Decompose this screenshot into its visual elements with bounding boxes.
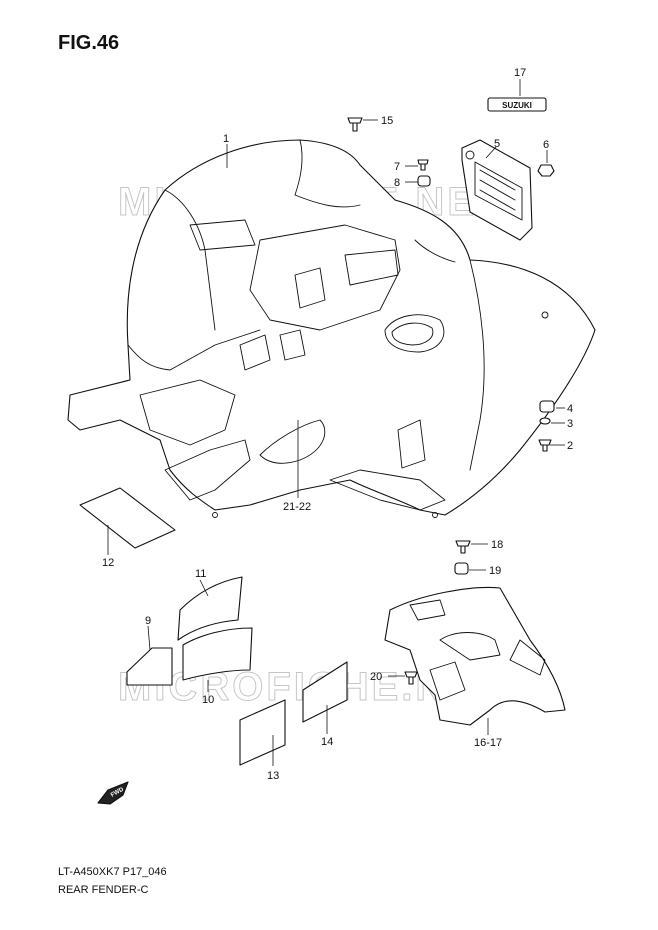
callout-15: 15 bbox=[381, 115, 393, 127]
leader-lines bbox=[107, 79, 565, 766]
callout-3: 3 bbox=[567, 418, 573, 430]
callout-labels: 1 2 3 4 5 6 7 8 9 10 11 12 13 14 15 16-1… bbox=[102, 67, 573, 782]
lower-fender-part-16-17 bbox=[384, 586, 566, 726]
rear-fender-main bbox=[67, 139, 596, 518]
forward-direction-arrow: FWD bbox=[97, 781, 129, 805]
callout-17: 17 bbox=[514, 67, 526, 79]
callout-6: 6 bbox=[543, 139, 549, 151]
callout-7: 7 bbox=[394, 161, 400, 173]
callout-11: 11 bbox=[195, 568, 206, 580]
callout-20: 20 bbox=[370, 671, 382, 683]
callout-19: 19 bbox=[489, 565, 501, 577]
callout-13: 13 bbox=[267, 770, 279, 782]
suzuki-emblem-text: SUZUKI bbox=[502, 101, 532, 110]
suzuki-emblem-part-17: SUZUKI bbox=[487, 97, 547, 112]
callout-8: 8 bbox=[394, 177, 400, 189]
callout-14: 14 bbox=[321, 736, 333, 748]
callout-12: 12 bbox=[102, 557, 114, 569]
hardware-parts bbox=[347, 117, 555, 685]
callout-2: 2 bbox=[567, 440, 573, 452]
callout-21-22: 21-22 bbox=[283, 501, 311, 513]
decal-parts bbox=[79, 487, 348, 766]
callout-18: 18 bbox=[491, 539, 503, 551]
callout-1: 1 bbox=[223, 133, 229, 145]
callout-9: 9 bbox=[145, 615, 151, 627]
figure-title: FIG.46 bbox=[58, 32, 120, 54]
callout-5: 5 bbox=[494, 138, 500, 150]
callout-4: 4 bbox=[567, 403, 573, 415]
figure-name: REAR FENDER-C bbox=[58, 884, 149, 896]
figure-code: LT-A450XK7 P17_046 bbox=[58, 866, 167, 878]
bracket-part-5 bbox=[461, 139, 533, 241]
callout-10: 10 bbox=[202, 694, 214, 706]
callout-16-17: 16-17 bbox=[474, 737, 502, 749]
